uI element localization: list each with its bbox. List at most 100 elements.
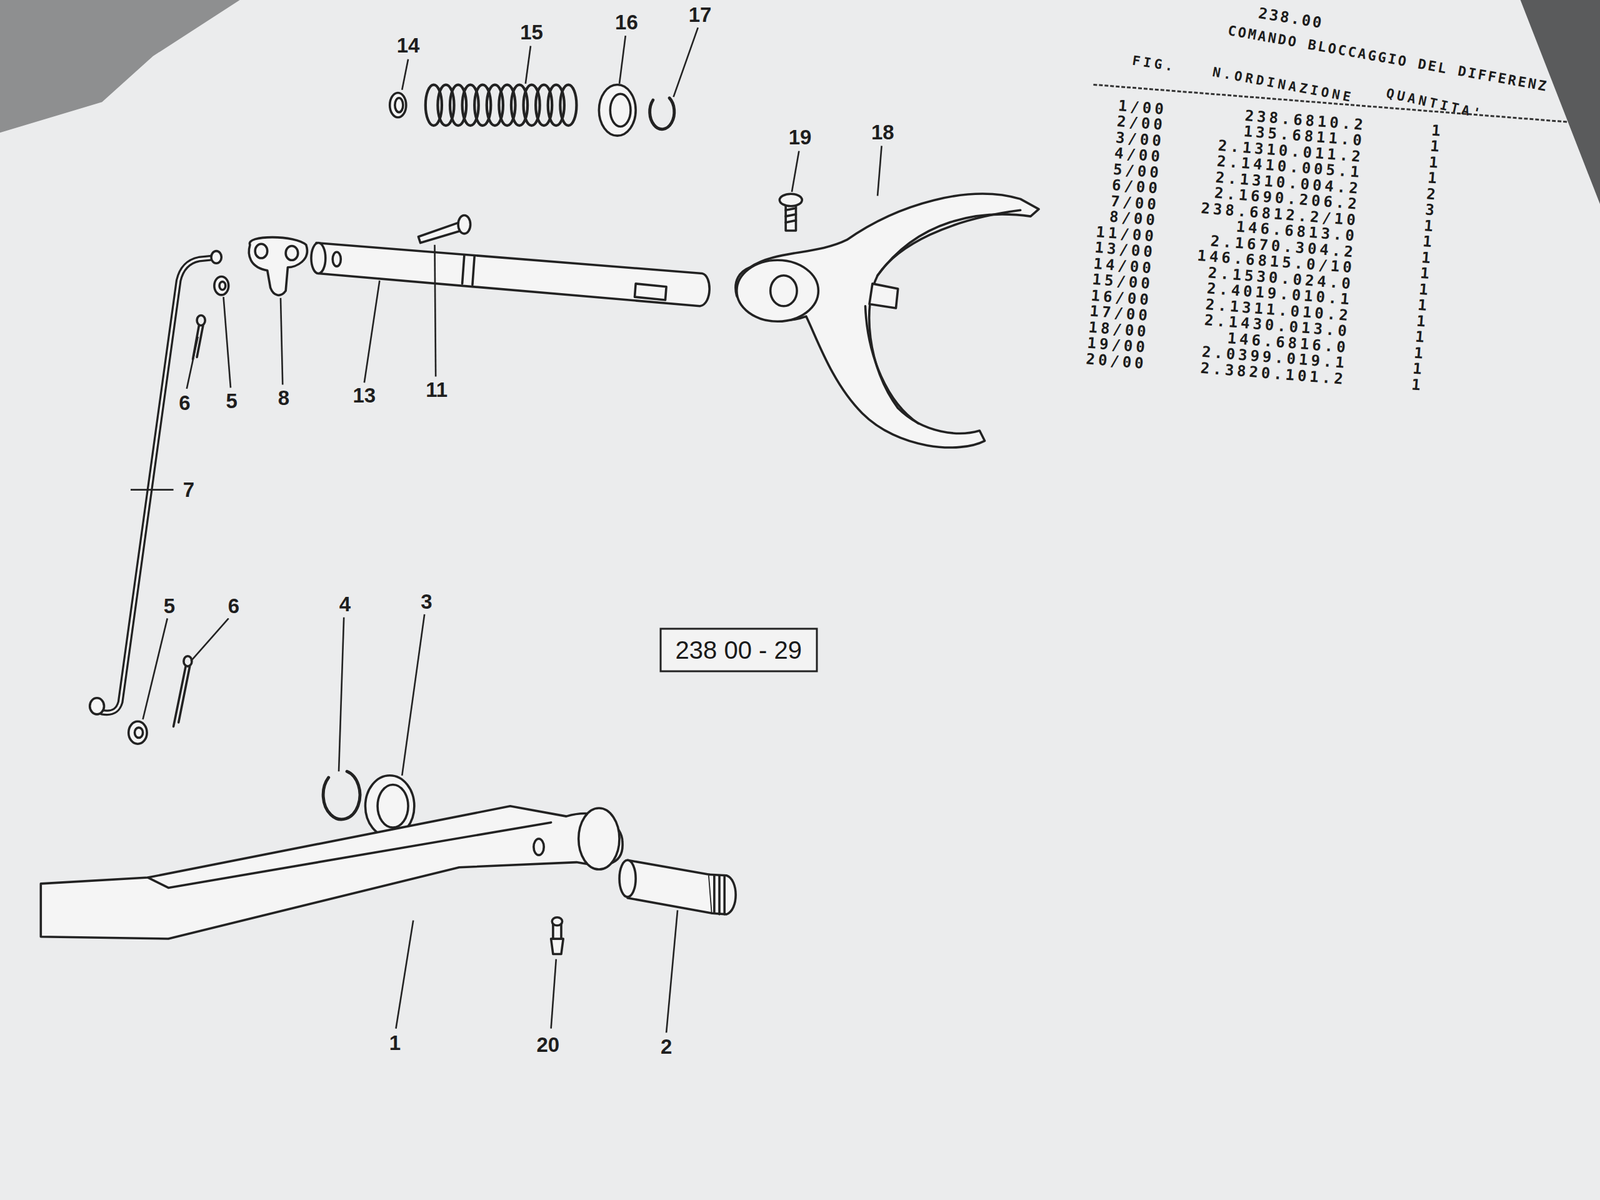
- table-cell: 1: [1418, 280, 1432, 299]
- washer-part: [377, 785, 409, 829]
- quantity: 1: [1416, 296, 1431, 315]
- table-cell: 1: [1411, 360, 1426, 379]
- callout-holder: 7: [188, 490, 203, 514]
- ring-part: [390, 93, 407, 118]
- callout-holder: 5: [169, 606, 184, 630]
- table-header-cell: N.ORDINAZIONE: [1211, 64, 1355, 105]
- callout-number: 20: [535, 1033, 561, 1057]
- table-cell: 3: [1424, 201, 1439, 220]
- callout-number: 6: [177, 391, 192, 415]
- spring-part: [425, 85, 577, 126]
- page-corner: [0, 0, 240, 133]
- washer-part: [128, 721, 147, 744]
- table-header: FIG.: [1131, 53, 1177, 75]
- callout-number: 5: [224, 389, 239, 414]
- screw-part: [779, 193, 802, 231]
- callout-holder: 15: [531, 32, 558, 57]
- quantity: 1: [1428, 153, 1442, 172]
- callout-number: 8: [276, 386, 291, 410]
- quantity: 1: [1420, 248, 1435, 267]
- figure-reference-box: 238 00 - 29: [660, 628, 819, 673]
- callout-holder: 5: [231, 401, 246, 425]
- quantity: 1: [1410, 375, 1425, 394]
- table-header: N.ORDINAZIONE: [1211, 64, 1355, 105]
- callout-number: 16: [613, 10, 640, 35]
- callout-number: 3: [419, 590, 434, 614]
- quantity: 1: [1413, 343, 1427, 362]
- table-header-cell: FIG.: [1131, 53, 1177, 75]
- quantity: 1: [1415, 311, 1430, 330]
- callout-holder: 3: [426, 601, 440, 626]
- quantity: 1: [1430, 121, 1445, 140]
- rod-part: [90, 251, 222, 715]
- callout-number: 7: [181, 478, 196, 502]
- callout-number: 1: [388, 1031, 402, 1055]
- washer-part: [135, 727, 144, 738]
- callout-number: 18: [870, 120, 896, 145]
- table-cell: 1: [1428, 153, 1442, 172]
- washer-part: [214, 276, 229, 295]
- callout-number: 14: [395, 33, 422, 58]
- table-cell: 1: [1415, 311, 1430, 330]
- callout-holder: 2: [666, 1046, 680, 1071]
- callout-number: 17: [687, 3, 714, 27]
- washer-part: [219, 281, 226, 290]
- table-cell: 1: [1413, 343, 1427, 362]
- table-cell: 1: [1410, 375, 1425, 394]
- quantity: 1: [1423, 216, 1437, 235]
- quantity: 1: [1421, 232, 1436, 251]
- callout-number: 4: [338, 592, 352, 617]
- callout-holder: 13: [364, 395, 390, 420]
- washer-part: [598, 85, 636, 137]
- table-cell: 1: [1420, 248, 1435, 267]
- quantity: 2: [1425, 185, 1440, 204]
- callout-holder: 20: [548, 1045, 574, 1069]
- table-cell: 1: [1416, 296, 1431, 315]
- table-header-cell: QUANTITA': [1384, 85, 1485, 122]
- threaded-pin-part: [619, 860, 736, 915]
- table-cell: 1: [1419, 264, 1434, 283]
- lever-part: [40, 806, 623, 939]
- callout-holder: 1: [395, 1043, 409, 1067]
- section-number: 238.00: [1257, 4, 1325, 32]
- callout-holder: 6: [233, 606, 248, 630]
- callout-holder: 6: [185, 403, 199, 427]
- table-cell: 1: [1429, 137, 1444, 156]
- shaft-part: [311, 243, 710, 307]
- quantity: 1: [1411, 360, 1426, 379]
- callout-holder: 4: [345, 604, 359, 629]
- callout-holder: 11: [436, 390, 462, 414]
- callout-number: 5: [162, 594, 177, 619]
- quantity: 3: [1424, 201, 1439, 220]
- snap-ring-part: [650, 98, 675, 130]
- callout-holder: 19: [800, 137, 826, 162]
- quantity: 1: [1429, 137, 1444, 156]
- callout-holder: 17: [700, 15, 726, 39]
- table-cell: 1: [1421, 232, 1436, 251]
- table-cell: 1: [1430, 121, 1445, 140]
- callout-number: 6: [226, 594, 241, 619]
- page-edge: [1520, 0, 1600, 205]
- grease-nipple-part: [551, 917, 564, 955]
- leader-lines: [130, 27, 882, 1033]
- pin-part: [418, 215, 470, 243]
- callout-number: 19: [787, 125, 814, 150]
- table-cell: 1: [1423, 216, 1437, 235]
- callout-holder: 16: [626, 22, 652, 47]
- snap-ring-part: [323, 771, 360, 820]
- callout-holder: 8: [283, 398, 298, 422]
- callout-number: 11: [424, 378, 449, 402]
- ring-part: [395, 98, 404, 113]
- quantity: 1: [1418, 280, 1432, 299]
- callout-holder: 18: [882, 132, 909, 157]
- cotter-pin-part: [173, 315, 206, 727]
- quantity: 1: [1414, 328, 1429, 347]
- plate-part: [248, 237, 307, 296]
- callout-number: 2: [659, 1035, 674, 1059]
- callout-number: 15: [518, 20, 545, 45]
- parts-table: FIG.N.ORDINAZIONEQUANTITA'1/00238.6810.2…: [1081, 96, 1591, 583]
- quantity: 1: [1426, 169, 1441, 188]
- table-cell: 1: [1414, 328, 1429, 347]
- section-header: 238.00: [1257, 4, 1325, 32]
- table-header: QUANTITA': [1384, 85, 1485, 122]
